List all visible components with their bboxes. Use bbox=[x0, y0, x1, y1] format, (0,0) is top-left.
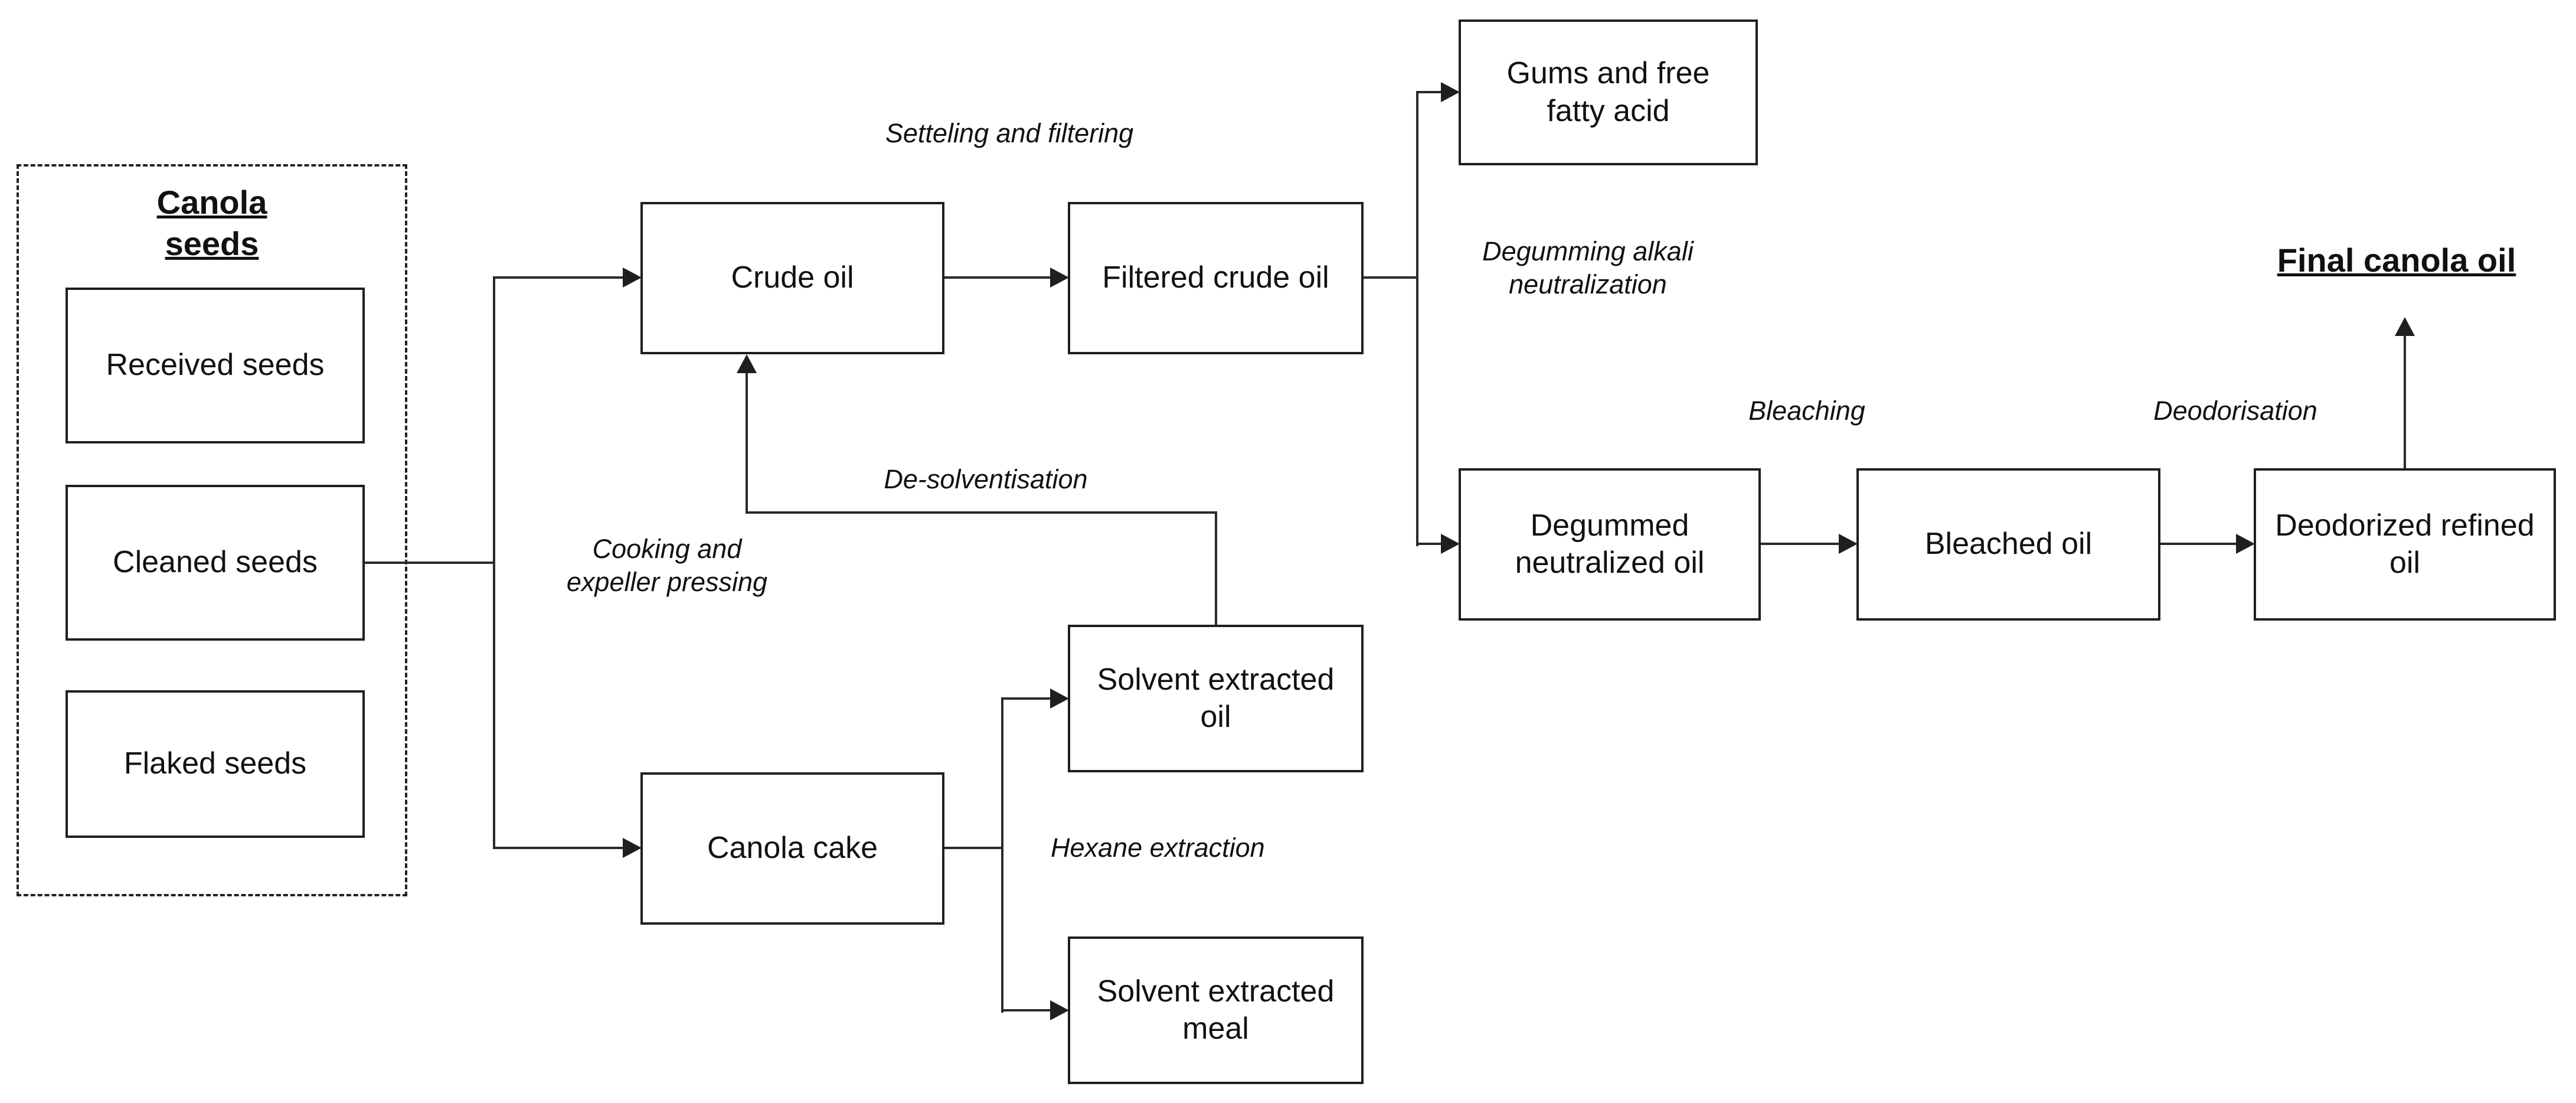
connector-degum-branch-vertical bbox=[1416, 91, 1418, 546]
label-desolventisation: De-solventisation bbox=[884, 464, 1088, 494]
node-received-seeds: Received seeds bbox=[66, 288, 365, 443]
connector-to-canola-cake bbox=[493, 847, 624, 849]
arrowhead-into-solvent-meal bbox=[1050, 1000, 1069, 1020]
node-flaked-seeds-label: Flaked seeds bbox=[123, 746, 307, 781]
arrowhead-into-degummed bbox=[1441, 534, 1460, 554]
connector-desolv-horizontal bbox=[746, 511, 1217, 514]
node-crude-oil-label: Crude oil bbox=[731, 260, 854, 295]
arrowhead-into-bleached bbox=[1839, 534, 1858, 554]
node-solvent-extracted-meal-label: Solvent extracted meal bbox=[1097, 974, 1335, 1046]
connector-cleaned-seeds-out bbox=[365, 562, 494, 564]
connector-to-crude-oil bbox=[493, 276, 624, 279]
connector-to-degummed bbox=[1416, 543, 1442, 545]
connector-cake-out bbox=[944, 847, 1003, 849]
connector-to-solvent-meal bbox=[1001, 1009, 1051, 1011]
connector-desolv-up bbox=[746, 372, 748, 514]
arrowhead-into-gums bbox=[1441, 82, 1460, 102]
arrowhead-into-deodorized bbox=[2236, 534, 2255, 554]
node-gums-free-fatty-acid: Gums and free fatty acid bbox=[1459, 19, 1758, 165]
node-flaked-seeds: Flaked seeds bbox=[66, 690, 365, 838]
node-cleaned-seeds: Cleaned seeds bbox=[66, 485, 365, 641]
label-deodorisation: Deodorisation bbox=[2153, 396, 2317, 426]
node-gums-free-fatty-acid-label: Gums and free fatty acid bbox=[1506, 56, 1710, 128]
label-cooking-pressing: Cooking and expeller pressing bbox=[566, 534, 768, 598]
connector-deodorized-to-final bbox=[2404, 334, 2406, 468]
node-deodorized-refined-oil-label: Deodorized refined oil bbox=[2275, 508, 2535, 580]
node-deodorized-refined-oil: Deodorized refined oil bbox=[2254, 468, 2556, 621]
label-hexane-extraction: Hexane extraction bbox=[1051, 833, 1265, 863]
canola-seeds-group-title: Canola seeds bbox=[156, 184, 267, 262]
connector-desolv-down bbox=[1215, 511, 1217, 625]
node-degummed-neutralized-oil: Degummed neutralized oil bbox=[1459, 468, 1761, 621]
arrowhead-up-into-crude-oil bbox=[737, 354, 757, 373]
node-solvent-extracted-oil: Solvent extracted oil bbox=[1068, 625, 1364, 772]
node-solvent-extracted-oil-label: Solvent extracted oil bbox=[1097, 662, 1335, 734]
node-bleached-oil-label: Bleached oil bbox=[1924, 527, 2093, 562]
node-bleached-oil: Bleached oil bbox=[1856, 468, 2160, 621]
node-degummed-neutralized-oil-label: Degummed neutralized oil bbox=[1515, 508, 1705, 580]
final-canola-oil-title: Final canola oil bbox=[2277, 242, 2516, 279]
node-canola-cake: Canola cake bbox=[640, 772, 944, 925]
connector-to-solvent-oil bbox=[1001, 697, 1051, 700]
node-filtered-crude-oil: Filtered crude oil bbox=[1068, 202, 1364, 354]
arrowhead-up-final-canola-oil bbox=[2395, 317, 2415, 336]
arrowhead-into-filtered-crude-oil bbox=[1050, 267, 1069, 288]
node-crude-oil: Crude oil bbox=[640, 202, 944, 354]
label-settling-filtering: Setteling and filtering bbox=[885, 118, 1134, 148]
connector-to-gums bbox=[1416, 91, 1442, 93]
connector-degummed-to-bleached bbox=[1761, 543, 1840, 545]
node-filtered-crude-oil-label: Filtered crude oil bbox=[1102, 260, 1329, 295]
connector-hexane-branch-vertical bbox=[1001, 697, 1003, 1013]
node-cleaned-seeds-label: Cleaned seeds bbox=[113, 545, 318, 580]
node-canola-cake-label: Canola cake bbox=[707, 831, 878, 866]
connector-filtered-out bbox=[1364, 276, 1418, 279]
arrowhead-into-canola-cake bbox=[623, 838, 642, 858]
arrowhead-into-crude-oil bbox=[623, 267, 642, 288]
arrowhead-into-solvent-oil bbox=[1050, 688, 1069, 709]
connector-bleached-to-deodorized bbox=[2160, 543, 2237, 545]
connector-crude-to-filtered bbox=[944, 276, 1051, 279]
node-solvent-extracted-meal: Solvent extracted meal bbox=[1068, 936, 1364, 1084]
label-degumming-alkali: Degumming alkali neutralization bbox=[1482, 236, 1694, 300]
label-bleaching: Bleaching bbox=[1748, 396, 1865, 426]
node-received-seeds-label: Received seeds bbox=[106, 348, 325, 383]
connector-press-branch-vertical bbox=[493, 276, 495, 849]
